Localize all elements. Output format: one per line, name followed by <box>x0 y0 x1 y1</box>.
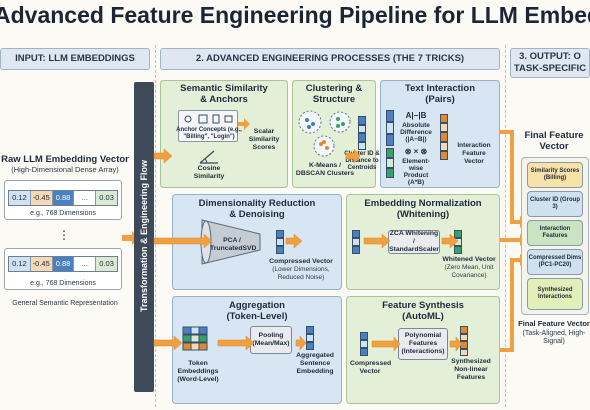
input-dims-2: e.g., 768 Dimensions <box>30 280 96 287</box>
semantic-title-2: & Anchors <box>200 94 248 105</box>
whitened-vector-label: Whitened Vector <box>442 256 496 263</box>
semantic-scores: Scalar Similarity Scores <box>248 128 280 151</box>
output-item-compressed: Compressed Dims (PC1-PC20) <box>527 249 583 275</box>
input-vector-2: 0.12 -0.45 0.88 ... 0.03 <box>8 256 118 272</box>
whitened-vector-sub: (Zero Mean, Unit Covariance) <box>444 264 494 279</box>
vector-cell: ... <box>74 191 97 205</box>
vector-cell: 0.12 <box>9 257 31 271</box>
dim-reduction-method: PCA / TruncatedSVD <box>210 237 257 252</box>
clustering-title-2: Structure <box>312 94 356 105</box>
abs-diff-label: Absolute Difference (|A−B|) <box>400 122 432 143</box>
output-caption-title: Final Feature Vector <box>518 319 590 328</box>
compressed-vector-icon <box>276 230 284 254</box>
cosine-label: Cosine Similarity <box>193 165 225 180</box>
input-header: INPUT: LLM EMBEDDINGS <box>0 48 150 70</box>
normalization-title-1: Embedding Normalization <box>364 198 482 209</box>
synthesis-output: Synthesized Non-linear Features <box>451 358 491 381</box>
sentence-vector-icon <box>306 326 314 350</box>
output-header-line1: 3. OUTPUT: O <box>519 51 581 62</box>
output-title: Final Feature Vector <box>524 130 584 152</box>
vector-cell: ... <box>74 257 97 271</box>
synthesis-input-label: Compressed Vector <box>350 360 392 375</box>
synthesis-input-vector <box>360 332 368 356</box>
synthesis-title-2: (AutoML) <box>402 311 444 322</box>
cluster-scatter-icon <box>298 110 351 157</box>
dim-reduction-title-1: Dimensionality Reduction <box>198 198 316 209</box>
product-label: Element-wise Product (A*B) <box>402 158 430 186</box>
pair-vector-a <box>386 110 394 146</box>
output-item-synthesized: Synthesized Interactions <box>527 278 583 310</box>
text-interaction-title-2: (Pairs) <box>425 94 455 105</box>
process-header: 2. ADVANCED ENGINEERING PROCESSES (THE 7… <box>160 48 500 70</box>
semantic-title-1: Semantic Similarity <box>180 83 268 94</box>
vector-cell: 0.88 <box>52 191 75 205</box>
interaction-output-vector <box>440 114 448 161</box>
cluster-output: Cluster ID & Distance to Centroids <box>344 150 380 171</box>
norm-input-vector <box>352 230 360 254</box>
interaction-output: Interaction Feature Vector <box>457 142 491 165</box>
output-item-cluster: Cluster ID (Group 3) <box>527 191 583 217</box>
text-interaction-title-1: Text Interaction <box>404 83 476 94</box>
aggregation-title-2: (Token-Level) <box>226 311 288 322</box>
vector-cell: -0.45 <box>30 191 53 205</box>
product-symbol: ⊗ × ⊗ <box>404 147 428 156</box>
output-item-similarity: Similarity Scores (Billing) <box>527 162 583 188</box>
vertical-ellipsis: ⋮ <box>58 228 70 242</box>
aggregated-output: Aggregated Sentence Embedding <box>296 352 334 375</box>
page-title: Advanced Feature Engineering Pipeline fo… <box>0 2 590 28</box>
input-caption: General Semantic Representation <box>12 300 118 307</box>
whitened-vector-icon <box>454 230 462 254</box>
synthesis-title-1: Feature Synthesis <box>382 300 464 311</box>
clustering-title-1: Clustering & <box>305 83 363 94</box>
zca-whitening-box: ZCA Whitening / StandardScaler <box>388 230 440 254</box>
cluster-output-vector <box>358 116 366 150</box>
compressed-vector-sub: (Lower Dimensions, Reduced Noise) <box>272 266 330 281</box>
output-header: 3. OUTPUT: O TASK-SPECIFIC <box>510 48 590 78</box>
divider-left <box>155 45 156 407</box>
compressed-vector-label: Compressed Vector <box>269 258 333 265</box>
token-grid-icon <box>182 326 208 351</box>
polynomial-box: Polynomial Features (Interactions) <box>398 328 448 360</box>
cluster-algo: K-Means / DBSCAN Clusters <box>295 162 355 177</box>
vector-cell: 0.88 <box>52 257 75 271</box>
anchor-icon <box>178 110 238 142</box>
input-subtitle: (High-Dimensional Dense Array) <box>11 165 119 174</box>
vector-cell: 0.12 <box>9 191 31 205</box>
input-dims-1: e.g., 768 Dimensions <box>30 210 96 217</box>
abs-diff-symbol: A|−|B <box>405 111 427 120</box>
pair-vector-b <box>386 148 394 178</box>
vector-cell: 0.03 <box>96 191 117 205</box>
output-caption-sub: (Task-Aligned, High-Signal) <box>522 330 586 345</box>
aggregation-title-1: Aggregation <box>229 300 285 311</box>
flow-bar <box>134 82 154 392</box>
cosine-angle-icon <box>199 150 218 164</box>
output-header-line2: TASK-SPECIFIC <box>513 63 587 74</box>
pooling-box: Pooling (Mean/Max) <box>250 326 292 354</box>
dim-reduction-title-2: & Denoising <box>229 209 285 220</box>
normalization-title-2: (Whitening) <box>396 209 450 220</box>
token-embeddings-label: Token Embeddings (Word-Level) <box>177 360 219 383</box>
output-item-interaction: Interaction Features <box>527 220 583 246</box>
vector-cell: 0.03 <box>96 257 117 271</box>
anchor-label: Anchor Concepts (e.g., "Billing", "Login… <box>176 127 242 140</box>
vector-cell: -0.45 <box>30 257 53 271</box>
semantic-arrow <box>238 118 250 130</box>
flow-arrows <box>153 148 463 352</box>
input-vector-1: 0.12 -0.45 0.88 ... 0.03 <box>8 190 118 206</box>
divider-right <box>505 45 506 407</box>
input-title: Raw LLM Embedding Vector <box>1 154 129 165</box>
